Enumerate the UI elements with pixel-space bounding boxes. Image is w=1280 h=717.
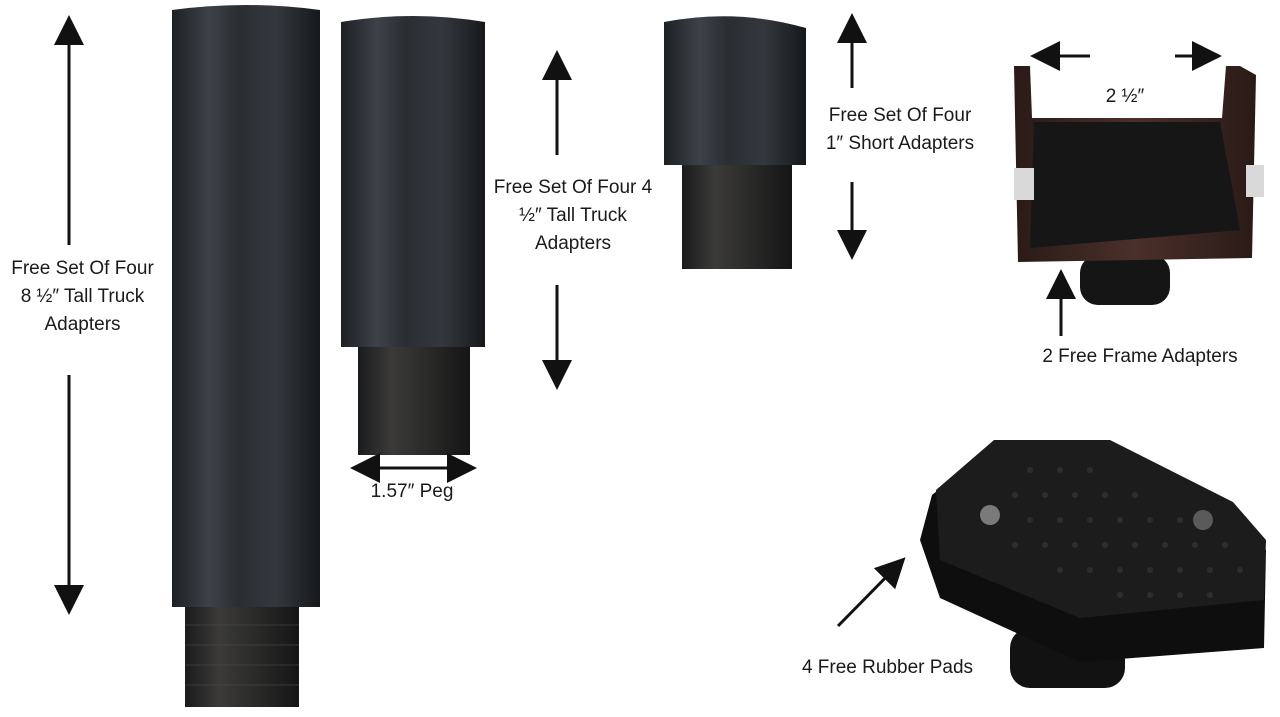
mid-adapter-label: Free Set Of Four 4 ½″ Tall Truck Adapter…	[478, 174, 668, 258]
dimension-arrows	[54, 13, 1222, 628]
frame-width-label: 2 ½″	[1105, 86, 1145, 107]
rubber-pad-label: 4 Free Rubber Pads	[801, 657, 974, 678]
label-line: Free Set Of Four	[11, 258, 154, 279]
label-line: 8 ½″ Tall Truck	[20, 286, 145, 307]
short-adapter-label: Free Set Of Four 1″ Short Adapters	[810, 102, 990, 158]
frame-adapter-label: 2 Free Frame Adapters	[1042, 346, 1238, 367]
peg-label: 1.57″ Peg	[370, 481, 454, 502]
rubber-pad	[920, 440, 1266, 688]
label-line: 1″ Short Adapters	[825, 133, 975, 154]
label-line: Adapters	[534, 233, 612, 254]
short-adapter	[664, 16, 806, 269]
label-line: Adapters	[44, 314, 121, 335]
label-line: ½″ Tall Truck	[519, 205, 627, 226]
frame-adapter	[1014, 66, 1264, 305]
tall-truck-adapter	[172, 5, 320, 707]
mid-truck-adapter	[341, 16, 485, 455]
pad-arrow	[836, 557, 906, 628]
tall-adapter-label: Free Set Of Four 8 ½″ Tall Truck Adapter…	[0, 255, 165, 339]
label-line: Free Set Of Four	[828, 105, 972, 126]
label-line: Free Set Of Four 4	[493, 177, 653, 198]
